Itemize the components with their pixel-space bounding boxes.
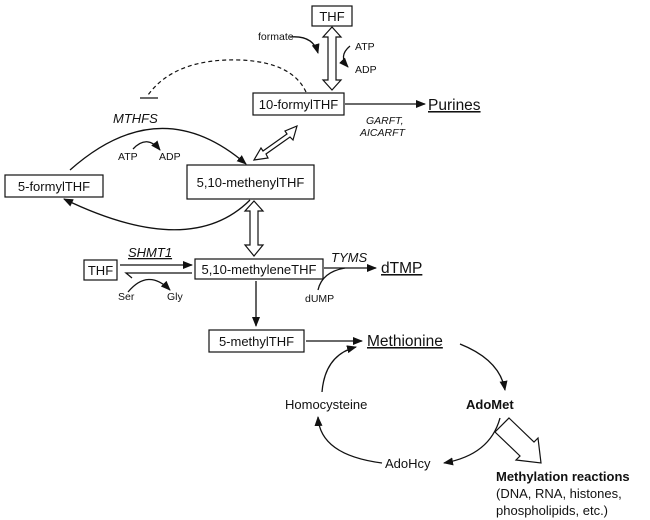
cofactor-ser: Ser bbox=[118, 291, 135, 303]
node-5-methylthf: 5-methylTHF bbox=[208, 329, 305, 353]
shmt1-reverse-arrow bbox=[124, 272, 192, 279]
svg-text:5,10-methyleneTHF: 5,10-methyleneTHF bbox=[202, 262, 317, 277]
svg-text:10-formylTHF: 10-formylTHF bbox=[259, 97, 339, 112]
product-adohcy: AdoHcy bbox=[385, 456, 431, 471]
product-homocysteine: Homocysteine bbox=[285, 397, 367, 412]
svg-text:THF: THF bbox=[88, 263, 113, 278]
cycle-homocysteine-to-methionine bbox=[321, 345, 357, 393]
arrow-adomet-methylation bbox=[494, 417, 542, 464]
svg-text:5,10-methenylTHF: 5,10-methenylTHF bbox=[197, 175, 305, 190]
ser-gly-curve-arrow bbox=[127, 278, 171, 293]
double-arrow-methenyl-methylene bbox=[243, 200, 265, 257]
cofactor-gly: Gly bbox=[167, 291, 184, 303]
double-arrow-10-formyl-methenyl bbox=[252, 124, 298, 161]
atp-adp-mid-curve-arrow bbox=[132, 140, 161, 151]
enzyme-tyms: TYMS bbox=[331, 250, 367, 265]
enzyme-mthfs: MTHFS bbox=[113, 111, 158, 126]
enzyme-aicarft: AICARFT bbox=[359, 127, 407, 139]
node-5-10-methylenethf: 5,10-methyleneTHF bbox=[194, 258, 324, 280]
enzyme-garft: GARFT, bbox=[366, 115, 404, 127]
product-adomet: AdoMet bbox=[466, 397, 514, 412]
cofactor-atp-mid: ATP bbox=[118, 151, 138, 163]
enzyme-shmt1: SHMT1 bbox=[128, 245, 172, 260]
dump-curve-arrow bbox=[317, 267, 346, 291]
methylation-title: Methylation reactions bbox=[496, 469, 630, 484]
product-dtmp: dTMP bbox=[381, 260, 422, 277]
svg-text:THF: THF bbox=[319, 9, 344, 24]
cofactor-formate: formate bbox=[258, 31, 294, 43]
cycle-methionine-to-adomet bbox=[459, 343, 508, 391]
product-purines: Purines bbox=[428, 97, 481, 114]
cofactor-atp-top: ATP bbox=[355, 41, 375, 53]
cycle-adohcy-to-homocysteine bbox=[314, 416, 383, 464]
methylation-line-2: phospholipids, etc.) bbox=[496, 503, 608, 518]
cofactor-adp-top: ADP bbox=[355, 64, 377, 76]
formate-curve-arrow bbox=[289, 36, 320, 54]
node-10-formylthf: 10-formylTHF bbox=[252, 92, 345, 116]
cofactor-adp-mid: ADP bbox=[159, 151, 181, 163]
cofactor-dump: dUMP bbox=[305, 293, 334, 305]
methylation-line-1: (DNA, RNA, histones, bbox=[496, 486, 622, 501]
node-thf-top: THF bbox=[311, 5, 353, 27]
arc-5formyl-to-methenyl bbox=[69, 127, 247, 171]
node-thf-left: THF bbox=[83, 259, 118, 281]
arc-methenyl-to-5formyl bbox=[63, 198, 251, 231]
svg-text:5-formylTHF: 5-formylTHF bbox=[18, 179, 90, 194]
svg-text:5-methylTHF: 5-methylTHF bbox=[219, 334, 294, 349]
node-5-formylthf: 5-formylTHF bbox=[4, 174, 104, 198]
product-methionine: Methionine bbox=[367, 333, 443, 350]
inhibition-dashed-line bbox=[147, 59, 307, 96]
cycle-adomet-to-adohcy bbox=[443, 417, 501, 466]
atp-adp-top-curve-arrow bbox=[338, 45, 351, 68]
node-5-10-methenylthf: 5,10-methenylTHF bbox=[186, 164, 315, 200]
double-arrow-thf-10-formylthf bbox=[321, 26, 343, 91]
